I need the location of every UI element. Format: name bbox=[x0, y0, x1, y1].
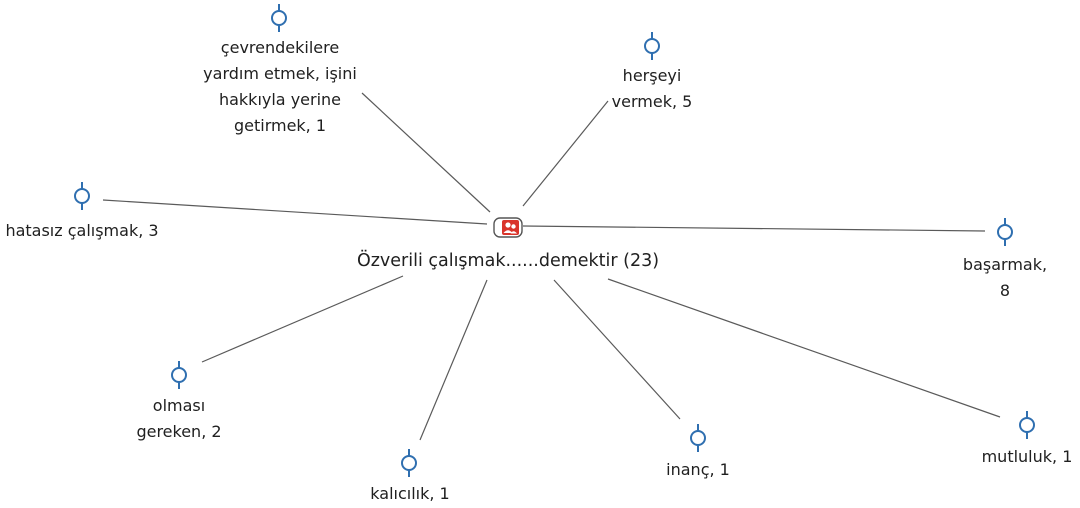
code-node-icon bbox=[74, 182, 90, 210]
code-nodes: çevrendekilere yardım etmek, işini hakkıyl… bbox=[5, 4, 1072, 503]
code-node-label: hatasız çalışmak, 3 bbox=[5, 221, 158, 240]
code-node-cevrendekilere[interactable]: çevrendekilere yardım etmek, işini hakkıyl… bbox=[203, 4, 357, 135]
code-node-icon bbox=[690, 424, 706, 452]
code-node-label-line: başarmak, bbox=[963, 255, 1047, 274]
code-node-label-line: yardım etmek, işini bbox=[203, 64, 357, 83]
code-node-herseyi[interactable]: herşeyi vermek, 5 bbox=[612, 32, 693, 111]
user-group-document-icon bbox=[493, 217, 523, 238]
code-node-label: başarmak, 8 bbox=[963, 255, 1047, 300]
code-node-label-line: mutluluk, 1 bbox=[982, 447, 1073, 466]
edge-herseyi bbox=[522, 100, 609, 207]
edge-inanc bbox=[553, 279, 681, 420]
code-node-label-line: gereken, 2 bbox=[136, 422, 221, 441]
edge-olmasi bbox=[201, 275, 404, 363]
edge-cevrendekilere bbox=[361, 92, 491, 213]
center-node[interactable]: Özverili çalışmak......demektir (23) bbox=[357, 217, 659, 271]
code-node-basarmak[interactable]: başarmak, 8 bbox=[963, 218, 1047, 300]
center-node-label: Özverili çalışmak......demektir (23) bbox=[357, 249, 659, 271]
edge-hatasiz bbox=[102, 199, 488, 225]
code-node-label-line: çevrendekilere bbox=[221, 38, 339, 57]
code-node-inanc[interactable]: inanç, 1 bbox=[666, 424, 730, 479]
code-node-label-line: hakkıyla yerine bbox=[219, 90, 341, 109]
code-node-icon bbox=[997, 218, 1013, 246]
code-node-icon bbox=[401, 449, 417, 477]
code-node-kalicilik[interactable]: kalıcılık, 1 bbox=[370, 449, 450, 503]
code-node-icon bbox=[644, 32, 660, 60]
code-node-label: çevrendekilere yardım etmek, işini hakkıyl… bbox=[203, 38, 357, 135]
code-node-olmasi[interactable]: olması gereken, 2 bbox=[136, 361, 222, 441]
code-node-label: inanç, 1 bbox=[666, 460, 730, 479]
code-node-label: mutluluk, 1 bbox=[982, 447, 1073, 466]
code-node-label: herşeyi vermek, 5 bbox=[612, 66, 693, 111]
code-node-icon bbox=[171, 361, 187, 389]
code-node-label-line: getirmek, 1 bbox=[234, 116, 326, 135]
code-node-label-line: kalıcılık, 1 bbox=[370, 484, 449, 503]
code-node-hatasiz[interactable]: hatasız çalışmak, 3 bbox=[5, 182, 159, 240]
code-node-mutluluk[interactable]: mutluluk, 1 bbox=[982, 411, 1073, 466]
code-node-label: kalıcılık, 1 bbox=[370, 484, 449, 503]
code-node-label-line: inanç, 1 bbox=[666, 460, 730, 479]
code-node-label-line: herşeyi bbox=[623, 66, 682, 85]
code-node-label-line: hatasız çalışmak, 3 bbox=[5, 221, 158, 240]
edges bbox=[102, 92, 1001, 441]
edge-mutluluk bbox=[607, 278, 1001, 418]
code-node-label: olması gereken, 2 bbox=[136, 396, 221, 441]
code-node-label-line: olması bbox=[153, 396, 205, 415]
code-node-label-line: 8 bbox=[1000, 281, 1010, 300]
edge-basarmak bbox=[522, 225, 986, 232]
code-node-icon bbox=[271, 4, 287, 32]
code-node-label-line: vermek, 5 bbox=[612, 92, 693, 111]
edge-kalicilik bbox=[419, 279, 488, 441]
code-node-icon bbox=[1019, 411, 1035, 439]
